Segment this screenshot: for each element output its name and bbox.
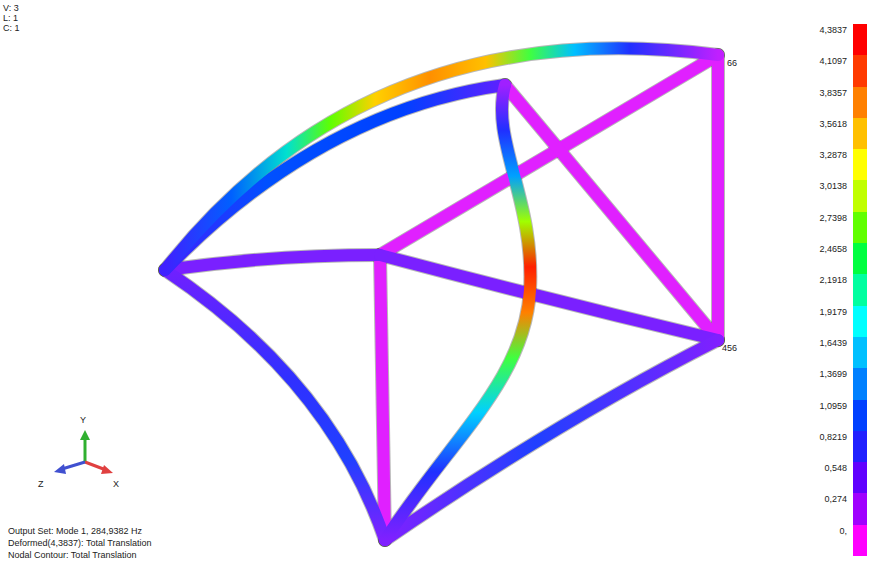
color-swatch bbox=[853, 400, 867, 432]
legend-value: 2,1918 bbox=[819, 275, 847, 286]
color-swatch bbox=[853, 118, 867, 150]
color-swatch bbox=[853, 274, 867, 306]
view-info: L: 1 bbox=[3, 13, 18, 24]
color-swatch bbox=[853, 24, 867, 56]
color-swatch bbox=[853, 212, 867, 244]
axis-label: Y bbox=[80, 415, 86, 426]
view-info: Nodal Contour: Total Translation bbox=[8, 550, 136, 561]
legend-value: 1,0959 bbox=[819, 401, 847, 412]
legend-value: 3,8357 bbox=[819, 88, 847, 99]
color-swatch bbox=[853, 149, 867, 181]
color-swatch bbox=[853, 493, 867, 525]
node-id: 66 bbox=[727, 58, 737, 69]
legend-value: 1,6439 bbox=[819, 338, 847, 349]
legend-value: 4,3837 bbox=[819, 25, 847, 36]
legend-value: 1,3699 bbox=[819, 369, 847, 380]
color-swatch bbox=[853, 337, 867, 369]
view-info: Output Set: Mode 1, 284,9382 Hz bbox=[8, 526, 142, 537]
legend-value: 2,4658 bbox=[819, 244, 847, 255]
color-swatch bbox=[853, 431, 867, 463]
color-swatch bbox=[853, 55, 867, 87]
axis-triad bbox=[54, 430, 113, 474]
color-swatch bbox=[853, 180, 867, 212]
color-swatch bbox=[853, 368, 867, 400]
legend-value: 0, bbox=[839, 526, 847, 537]
axis-label: X bbox=[113, 479, 119, 490]
color-swatch bbox=[853, 462, 867, 494]
beam bbox=[380, 55, 718, 540]
legend-value: 3,2878 bbox=[819, 150, 847, 161]
view-info: C: 1 bbox=[3, 23, 20, 34]
legend-value: 0,548 bbox=[824, 463, 847, 474]
beam bbox=[165, 48, 718, 540]
legend-value: 0,8219 bbox=[819, 432, 847, 443]
legend-value: 2,7398 bbox=[819, 213, 847, 224]
node-id: 456 bbox=[722, 343, 737, 354]
color-swatch bbox=[853, 243, 867, 275]
color-swatch bbox=[853, 306, 867, 338]
view-info: V: 3 bbox=[3, 3, 19, 14]
legend-value: 4,1097 bbox=[819, 56, 847, 67]
axis-label: Z bbox=[38, 479, 44, 490]
legend-value: 0,274 bbox=[824, 494, 847, 505]
color-swatch bbox=[853, 87, 867, 119]
legend-value: 1,9179 bbox=[819, 307, 847, 318]
color-swatch bbox=[853, 525, 867, 557]
legend-value: 3,5618 bbox=[819, 119, 847, 130]
legend-value: 3,0138 bbox=[819, 181, 847, 192]
view-info: Deformed(4,3837): Total Translation bbox=[8, 538, 151, 549]
